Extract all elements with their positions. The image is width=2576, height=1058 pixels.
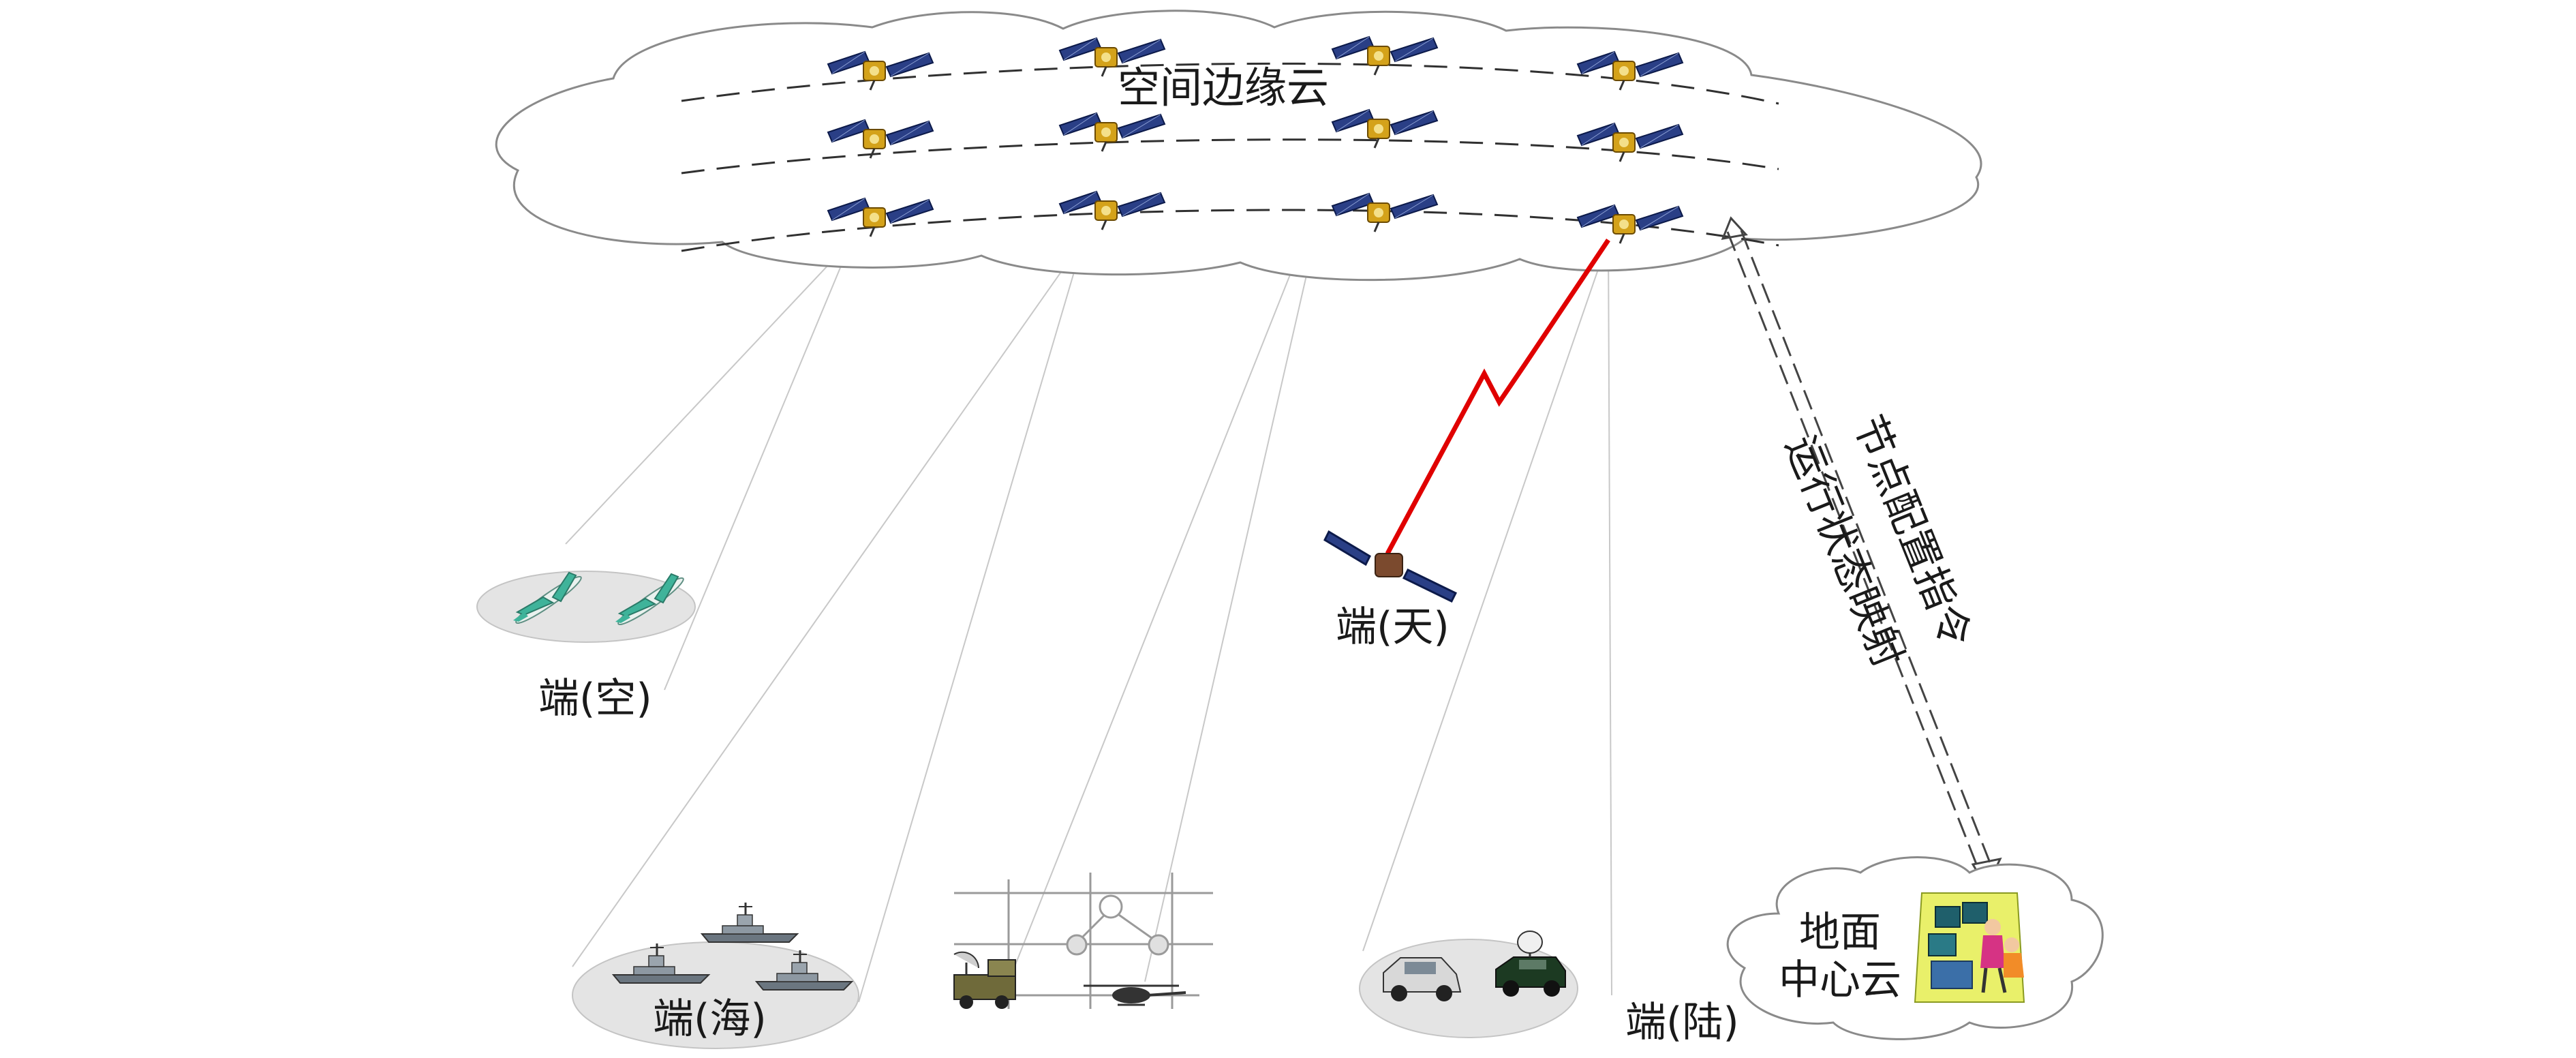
terminal-space-label: 端(天) — [1336, 603, 1450, 651]
inter-satellite-links — [681, 62, 1779, 252]
terminal-land-label: 端(陆) — [1625, 999, 1739, 1046]
ground-cloud-label-line1: 地面 — [1799, 909, 1881, 956]
space-terminal-satellite — [1323, 530, 1458, 603]
terminal-air-label: 端(空) — [538, 675, 652, 723]
space-cloud-label: 空间边缘云 — [1118, 63, 1329, 112]
land-terminal-group — [1359, 931, 1578, 1038]
armored-vehicle-icon — [1495, 931, 1566, 997]
helicopter-icon — [1084, 984, 1186, 1006]
radar-vehicle-icon — [953, 951, 1016, 1009]
ground-center-cloud — [1726, 856, 2104, 1040]
control-room-operators-icon — [1914, 892, 2025, 1003]
ground-sensor-grid — [954, 873, 1213, 1009]
ground-link-double-dashed — [1726, 230, 1995, 873]
wireless-link-zigzag — [1385, 239, 1610, 555]
ground-link-arrowhead-top — [1721, 216, 1748, 240]
suv-icon — [1383, 957, 1462, 1001]
air-terminal-base — [476, 571, 696, 643]
ground-cloud-label-line2: 中心云 — [1779, 956, 1901, 1004]
coverage-projection-lines — [565, 177, 1612, 1003]
space-edge-cloud — [495, 10, 1982, 282]
warship-icon — [701, 901, 799, 943]
air-terminal-group — [476, 571, 696, 643]
terminal-sea-label: 端(海) — [653, 995, 767, 1043]
sea-terminal-group — [572, 901, 859, 1049]
